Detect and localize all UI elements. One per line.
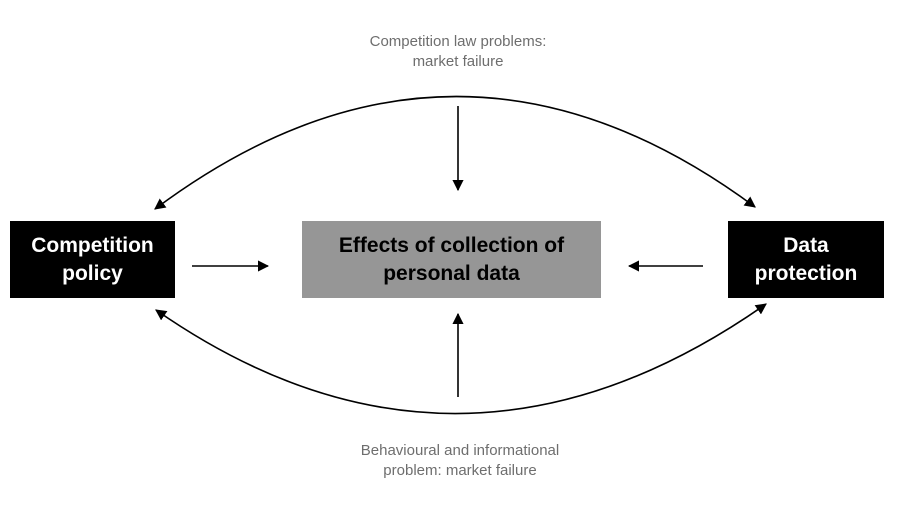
bottom-annotation: Behavioural and informational problem: m…: [290, 441, 630, 481]
top-annotation-line2: market failure: [412, 53, 504, 70]
top-annotation-line1: Competition law problems:: [369, 33, 547, 50]
data-protection-node: Data protection: [728, 221, 884, 298]
effects-node: Effects of collection of personal data: [302, 221, 601, 298]
effects-line2: personal data: [383, 261, 520, 285]
competition-policy-node: Competition policy: [10, 221, 175, 298]
effects-line1: Effects of collection of: [338, 234, 565, 258]
competition-policy-line1: Competition: [31, 234, 154, 258]
bottom-annotation-line2: problem: market failure: [383, 462, 537, 479]
data-protection-line2: protection: [754, 261, 858, 285]
competition-policy-line2: policy: [62, 261, 123, 285]
data-protection-line1: Data: [783, 234, 829, 258]
top-annotation: Competition law problems: market failure: [300, 32, 616, 72]
top-arc-arrow: [154, 95, 756, 210]
bottom-arc-arrow: [155, 303, 767, 415]
bottom-annotation-line1: Behavioural and informational: [360, 442, 560, 459]
